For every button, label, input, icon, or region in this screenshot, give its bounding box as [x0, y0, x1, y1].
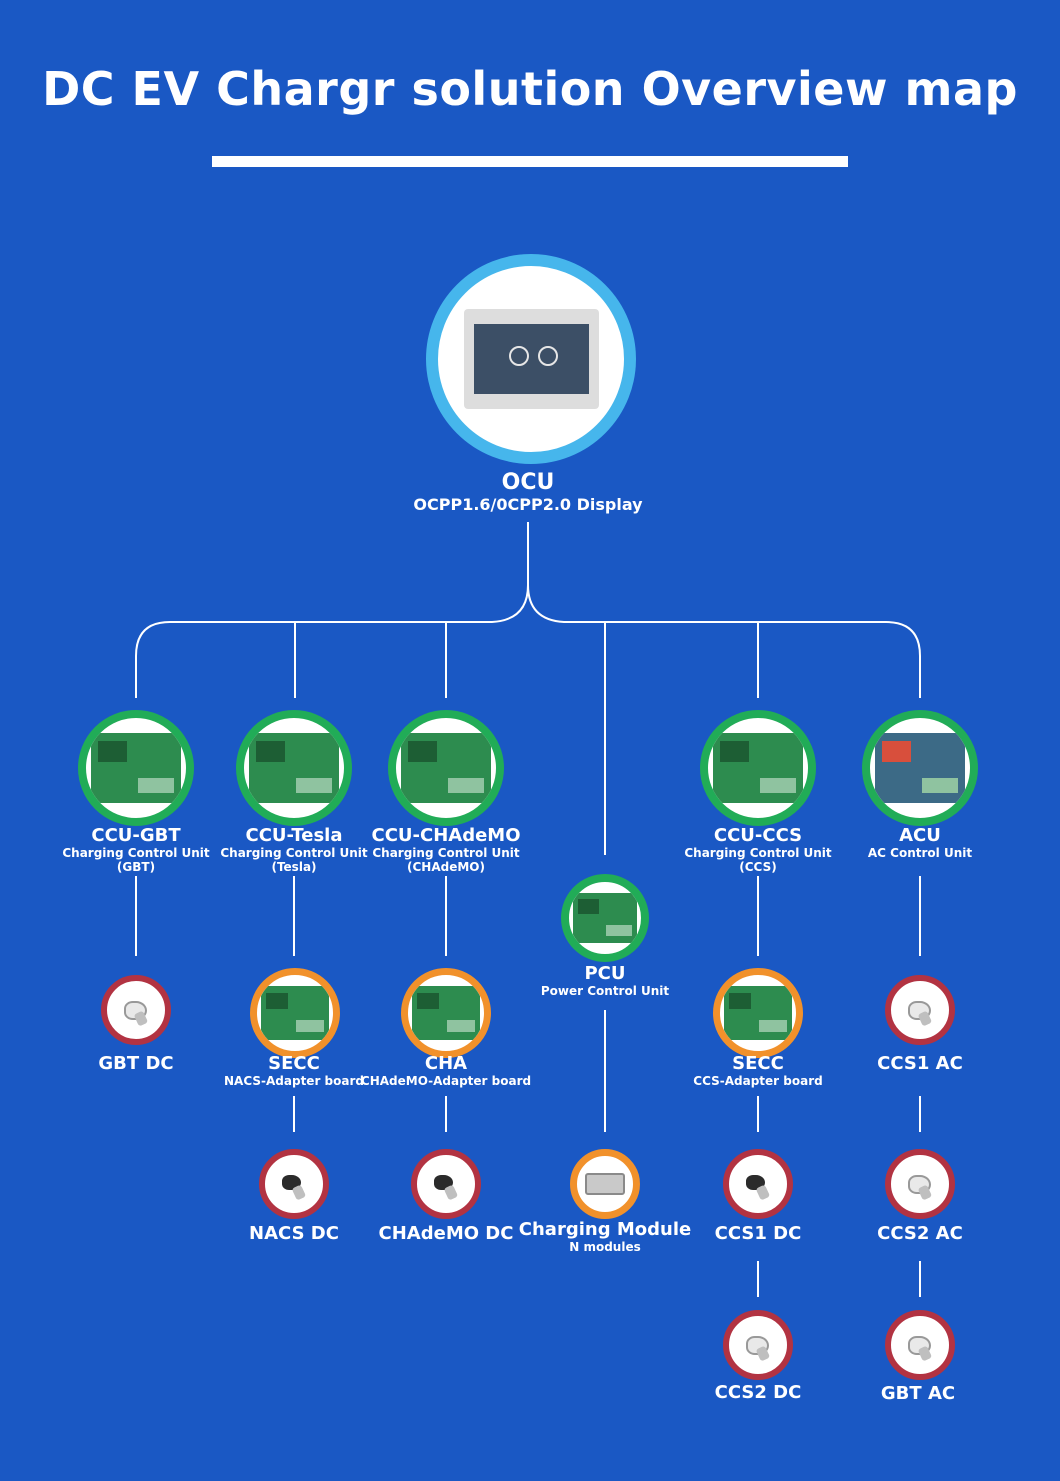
chademo-dc-image [411, 1149, 481, 1219]
ccu-chademo-sub: (CHAdeMO) [407, 860, 485, 875]
ccs1-dc-image [723, 1149, 793, 1219]
plug-icon [903, 993, 937, 1027]
pcu-desc: Power Control Unit [540, 984, 670, 999]
ccu-tesla-label: CCU-Tesla Charging Control Unit (Tesla) [220, 825, 367, 875]
cha-desc: CHAdeMO-Adapter board [360, 1074, 532, 1089]
ccu-tesla-name: CCU-Tesla [245, 825, 343, 846]
title-underline [212, 156, 848, 167]
gbt-dc-image [101, 975, 171, 1045]
ccu-gbt-label: CCU-GBT Charging Control Unit (GBT) [62, 825, 209, 875]
ccs2-dc-name: CCS2 DC [714, 1382, 802, 1403]
ccu-chademo-label: CCU-CHAdeMO Charging Control Unit (CHAde… [371, 825, 520, 875]
plug-icon [277, 1167, 311, 1201]
module-icon [584, 1173, 626, 1195]
ccu-tesla-desc: Charging Control Unit [220, 846, 368, 861]
ccs2-ac-name: CCS2 AC [877, 1223, 963, 1244]
charging-module-label: Charging Module N modules [519, 1219, 691, 1254]
charging-module-name: Charging Module [518, 1219, 692, 1240]
pcb-icon [401, 733, 491, 803]
ccu-tesla-sub: (Tesla) [271, 860, 317, 875]
nacs-dc-name: NACS DC [249, 1223, 339, 1244]
pcb-icon [91, 733, 181, 803]
pcb-icon [260, 986, 330, 1040]
gbt-dc-name: GBT DC [98, 1053, 174, 1074]
display-screen-icon [463, 309, 599, 409]
pcb-icon [723, 986, 793, 1040]
nacs-dc-image [259, 1149, 329, 1219]
cha-label: CHA CHAdeMO-Adapter board [361, 1053, 531, 1088]
acu-image [862, 710, 978, 826]
cha-name: CHA [424, 1053, 468, 1074]
ccu-ccs-label: CCU-CCS Charging Control Unit (CCS) [684, 825, 831, 875]
ccu-gbt-image [78, 710, 194, 826]
plug-icon [741, 1328, 775, 1362]
acu-label: ACU AC Control Unit [868, 825, 972, 860]
plug-icon [903, 1328, 937, 1362]
page-title: DC EV Chargr solution Overview map [42, 62, 1018, 116]
ccu-gbt-name: CCU-GBT [91, 825, 181, 846]
ccu-chademo-desc: Charging Control Unit [372, 846, 520, 861]
ocu-desc: OCPP1.6/0CPP2.0 Display [413, 494, 643, 514]
secc-ccs-image [713, 968, 803, 1058]
gbt-ac-label: GBT AC [881, 1383, 955, 1404]
cha-image [401, 968, 491, 1058]
charging-module-desc: N modules [569, 1240, 641, 1255]
acu-desc: AC Control Unit [867, 846, 973, 861]
ccs1-dc-name: CCS1 DC [714, 1223, 802, 1244]
pcu-image [561, 874, 649, 962]
pcb-icon [411, 986, 481, 1040]
pcu-label: PCU Power Control Unit [541, 963, 669, 998]
ccs1-ac-image [885, 975, 955, 1045]
secc-nacs-label: SECC NACS-Adapter board [224, 1053, 364, 1088]
ocu-name: OCU [501, 470, 555, 495]
gbt-ac-image [885, 1310, 955, 1380]
ccs2-ac-label: CCS2 AC [877, 1223, 963, 1244]
plug-icon [429, 1167, 463, 1201]
pcb-icon [875, 733, 965, 803]
gbt-ac-name: GBT AC [880, 1383, 956, 1404]
secc-nacs-desc: NACS-Adapter board [224, 1074, 364, 1089]
ccu-chademo-name: CCU-CHAdeMO [371, 825, 521, 846]
plug-icon [119, 993, 153, 1027]
plug-icon [741, 1167, 775, 1201]
ccu-tesla-image [236, 710, 352, 826]
ccu-ccs-name: CCU-CCS [713, 825, 803, 846]
ccs2-ac-image [885, 1149, 955, 1219]
gbt-dc-label: GBT DC [98, 1053, 173, 1074]
ccs2-dc-label: CCS2 DC [715, 1382, 802, 1403]
ccu-gbt-sub: (GBT) [116, 860, 156, 875]
pcb-icon [572, 892, 638, 944]
secc-ccs-label: SECC CCS-Adapter board [693, 1053, 822, 1088]
ccu-ccs-desc: Charging Control Unit [684, 846, 832, 861]
ccu-ccs-image [700, 710, 816, 826]
secc-ccs-desc: CCS-Adapter board [693, 1074, 823, 1089]
nacs-dc-label: NACS DC [249, 1223, 339, 1244]
chademo-dc-label: CHAdeMO DC [379, 1223, 514, 1244]
acu-name: ACU [899, 825, 941, 846]
ccs1-dc-label: CCS1 DC [715, 1223, 802, 1244]
ccs1-ac-label: CCS1 AC [877, 1053, 963, 1074]
ccu-gbt-desc: Charging Control Unit [62, 846, 210, 861]
ccu-ccs-sub: (CCS) [739, 860, 777, 875]
pcu-name: PCU [584, 963, 626, 984]
ocu-display-image [426, 254, 636, 464]
pcb-icon [713, 733, 803, 803]
secc-ccs-name: SECC [732, 1053, 784, 1074]
ccu-chademo-image [388, 710, 504, 826]
pcb-icon [249, 733, 339, 803]
secc-nacs-image [250, 968, 340, 1058]
ccs2-dc-image [723, 1310, 793, 1380]
secc-nacs-name: SECC [268, 1053, 320, 1074]
chademo-dc-name: CHAdeMO DC [378, 1223, 514, 1244]
ccs1-ac-name: CCS1 AC [877, 1053, 963, 1074]
plug-icon [903, 1167, 937, 1201]
charging-module-image [570, 1149, 640, 1219]
ocu-label: OCU OCPP1.6/0CPP2.0 Display [413, 470, 642, 515]
